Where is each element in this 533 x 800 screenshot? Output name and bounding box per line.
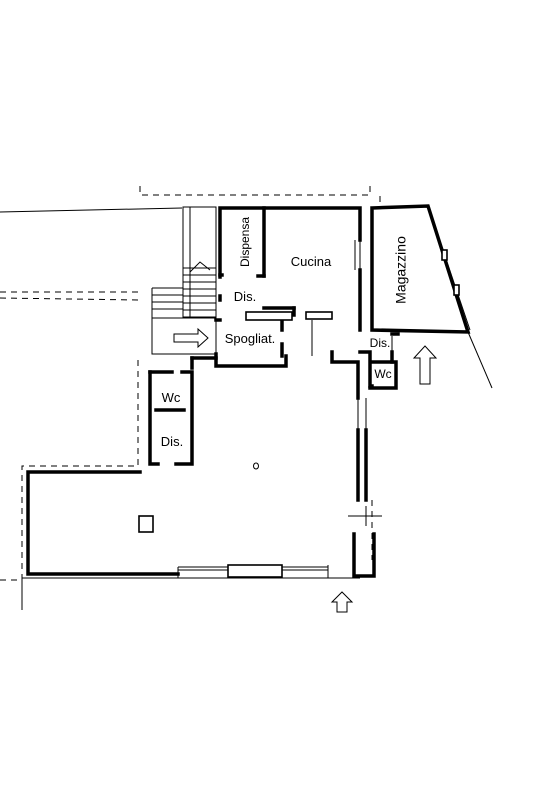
room-label-wc-left: Wc — [162, 390, 181, 405]
locker-room-walls — [190, 318, 288, 370]
room-label-dis-kitchen: Dis. — [234, 289, 256, 304]
room-label-dispensa: Dispensa — [238, 217, 252, 267]
room-label-spogliat: Spogliat. — [225, 331, 276, 346]
warehouse-walls — [370, 204, 493, 389]
corridor-arrow-icon — [173, 327, 209, 349]
staircase — [151, 206, 217, 355]
room-label-dis-right: Dis. — [370, 336, 391, 350]
service-walls — [330, 336, 398, 578]
kitchen-walls — [218, 206, 362, 356]
main-entrance-arrow-icon — [330, 591, 354, 613]
room-label-dis-left: Dis. — [161, 434, 183, 449]
side-entrance-arrow-icon — [412, 345, 438, 385]
boundary-lines — [0, 186, 381, 610]
room-label-cucina: Cucina — [291, 254, 332, 269]
left-service-walls — [148, 370, 194, 466]
hall-walls — [26, 462, 329, 578]
room-label-magazzino: Magazzino — [393, 236, 409, 304]
room-label-wc-right: Wc — [374, 367, 391, 381]
